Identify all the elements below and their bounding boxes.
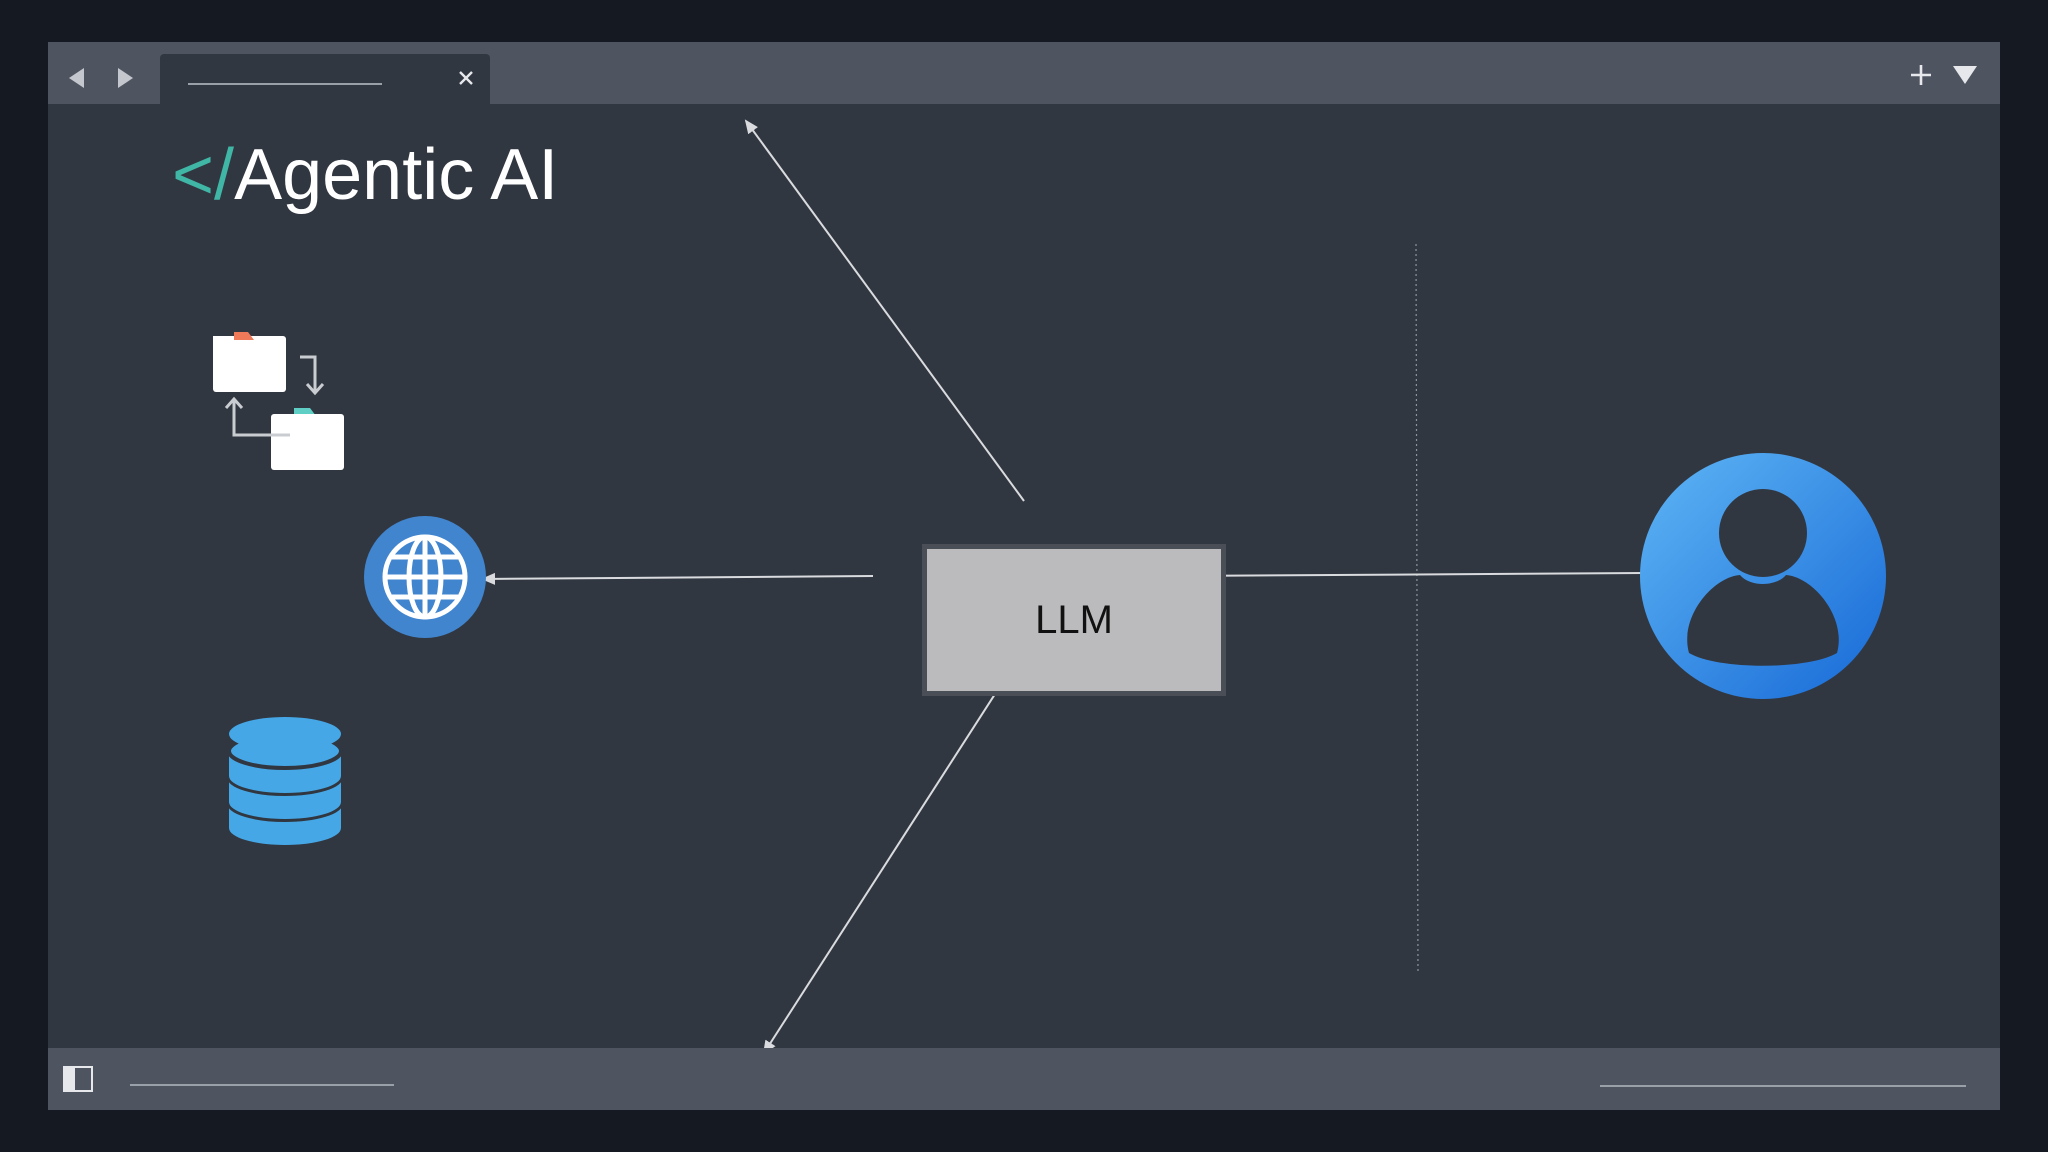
close-icon[interactable] — [456, 68, 476, 88]
title-bar — [48, 42, 2000, 104]
arrow-llm-to-globe — [481, 572, 874, 585]
sidebar-toggle-icon[interactable] — [63, 1066, 93, 1092]
title-text: Agentic AI — [234, 135, 559, 215]
globe-icon — [364, 516, 486, 638]
folder-sync-icon — [213, 332, 344, 470]
arrow-user-to-llm — [1172, 569, 1645, 582]
llm-node: LLM — [922, 544, 1226, 696]
arrow-llm-to-bottom — [762, 648, 1025, 1055]
chevron-down-icon[interactable] — [1952, 62, 1978, 88]
back-arrow-icon[interactable] — [66, 66, 88, 90]
database-icon — [227, 717, 343, 845]
browser-window: </Agentic AI — [48, 42, 2000, 1110]
plus-icon[interactable] — [1908, 62, 1934, 88]
llm-label: LLM — [1035, 597, 1113, 642]
page-title: </Agentic AI — [172, 134, 558, 216]
arrow-llm-to-top — [744, 119, 1025, 502]
forward-arrow-icon[interactable] — [114, 66, 136, 90]
user-icon — [1640, 453, 1886, 699]
title-code-prefix: </ — [172, 135, 235, 215]
status-text-placeholder-left — [130, 1084, 394, 1086]
browser-tab[interactable] — [160, 54, 490, 104]
status-bar — [48, 1048, 2000, 1110]
tab-title-placeholder — [188, 83, 382, 85]
status-text-placeholder-right — [1600, 1085, 1966, 1087]
diagram-canvas — [213, 119, 1886, 1055]
separator-line — [1415, 243, 1419, 975]
